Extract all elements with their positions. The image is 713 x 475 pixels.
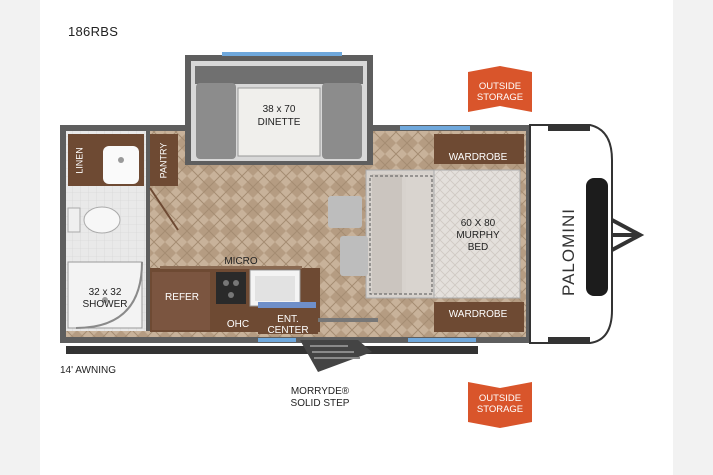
murphy-label: MURPHY — [456, 230, 500, 241]
micro-label: MICRO — [224, 256, 258, 267]
window-bottom-right — [408, 338, 476, 342]
wardrobe-top-label: WARDROBE — [448, 152, 508, 163]
brand-logo: PALOMINI — [559, 208, 578, 296]
murphy-bed — [433, 169, 521, 299]
solid-step — [300, 340, 372, 372]
entry-door — [318, 318, 378, 322]
step-label-line2: SOLID STEP — [290, 398, 350, 409]
wardrobe-top — [434, 134, 524, 164]
shower-label: SHOWER — [82, 299, 128, 310]
ohc-label: OHC — [226, 319, 250, 330]
dinette-window — [222, 52, 342, 56]
dinette-size-label: 38 x 70 — [262, 104, 296, 115]
outside-storage-label: OUTSIDE — [478, 393, 522, 404]
outside-storage-badge-top: OUTSIDE STORAGE — [468, 66, 532, 112]
awning — [66, 346, 478, 354]
toilet — [83, 206, 121, 234]
linen-label: LINEN — [74, 147, 85, 174]
window-top-right — [400, 126, 470, 130]
bed-label: BED — [467, 242, 489, 253]
outside-storage-label: STORAGE — [476, 92, 524, 103]
pantry-cabinet — [150, 134, 178, 186]
ottoman-2 — [340, 236, 368, 276]
dinette-table — [237, 87, 321, 157]
outside-storage-badge-bottom: OUTSIDE STORAGE — [468, 382, 532, 428]
wardrobe-bottom-label: WARDROBE — [448, 309, 508, 320]
awning-label: 14' AWNING — [60, 365, 116, 376]
shower-size-label: 32 x 32 — [88, 287, 122, 298]
refrigerator — [152, 272, 210, 330]
outside-storage-label: STORAGE — [476, 404, 524, 415]
linen-cabinet — [68, 134, 98, 186]
entertainment-center — [258, 312, 318, 334]
bed-size-label: 60 X 80 — [460, 218, 496, 229]
center-label: CENTER — [267, 325, 309, 336]
wardrobe-bottom — [434, 302, 524, 332]
step-label-line1: MORRYDE® — [290, 386, 350, 397]
ottoman-1 — [328, 196, 362, 228]
model-name: 186RBS — [68, 24, 119, 39]
refer-label: REFER — [165, 292, 199, 303]
ent-label: ENT. — [277, 314, 299, 325]
pantry-label: PANTRY — [158, 142, 169, 179]
dinette-label: DINETTE — [257, 117, 301, 128]
shower-enclosure — [67, 261, 143, 329]
outside-storage-label: OUTSIDE — [478, 81, 522, 92]
window-bottom-left — [258, 338, 296, 342]
